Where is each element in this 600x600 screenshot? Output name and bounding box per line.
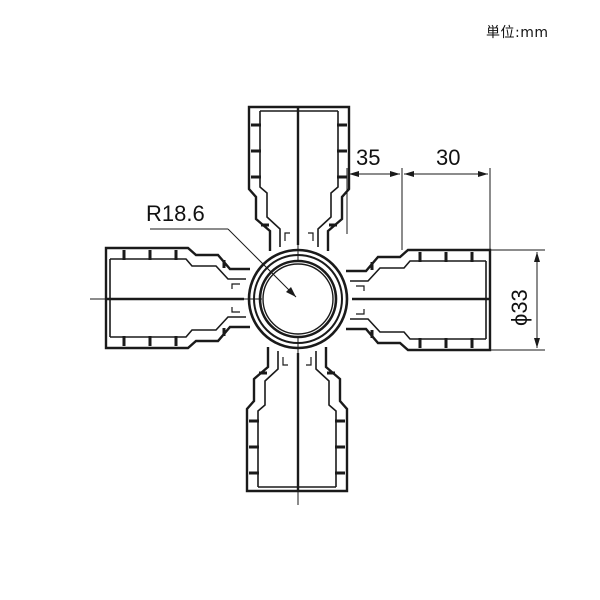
offset-dimension-lines [346, 168, 491, 250]
center-lines [90, 108, 299, 505]
diameter-arrowheads [534, 252, 540, 348]
radius-leader [150, 228, 297, 298]
unit-label: 単位:mm [486, 25, 549, 41]
diameter-dimension-lines [490, 249, 545, 351]
offset-arrowheads [349, 171, 488, 177]
arm-left [104, 246, 252, 350]
offset-a-label: 35 [356, 145, 380, 170]
offset-b-label: 30 [436, 145, 460, 170]
arm-down [245, 345, 349, 493]
arm-up [247, 105, 351, 253]
arm-right [344, 248, 492, 352]
diameter-label: ϕ33 [507, 289, 532, 326]
radius-label: R18.6 [146, 201, 205, 226]
